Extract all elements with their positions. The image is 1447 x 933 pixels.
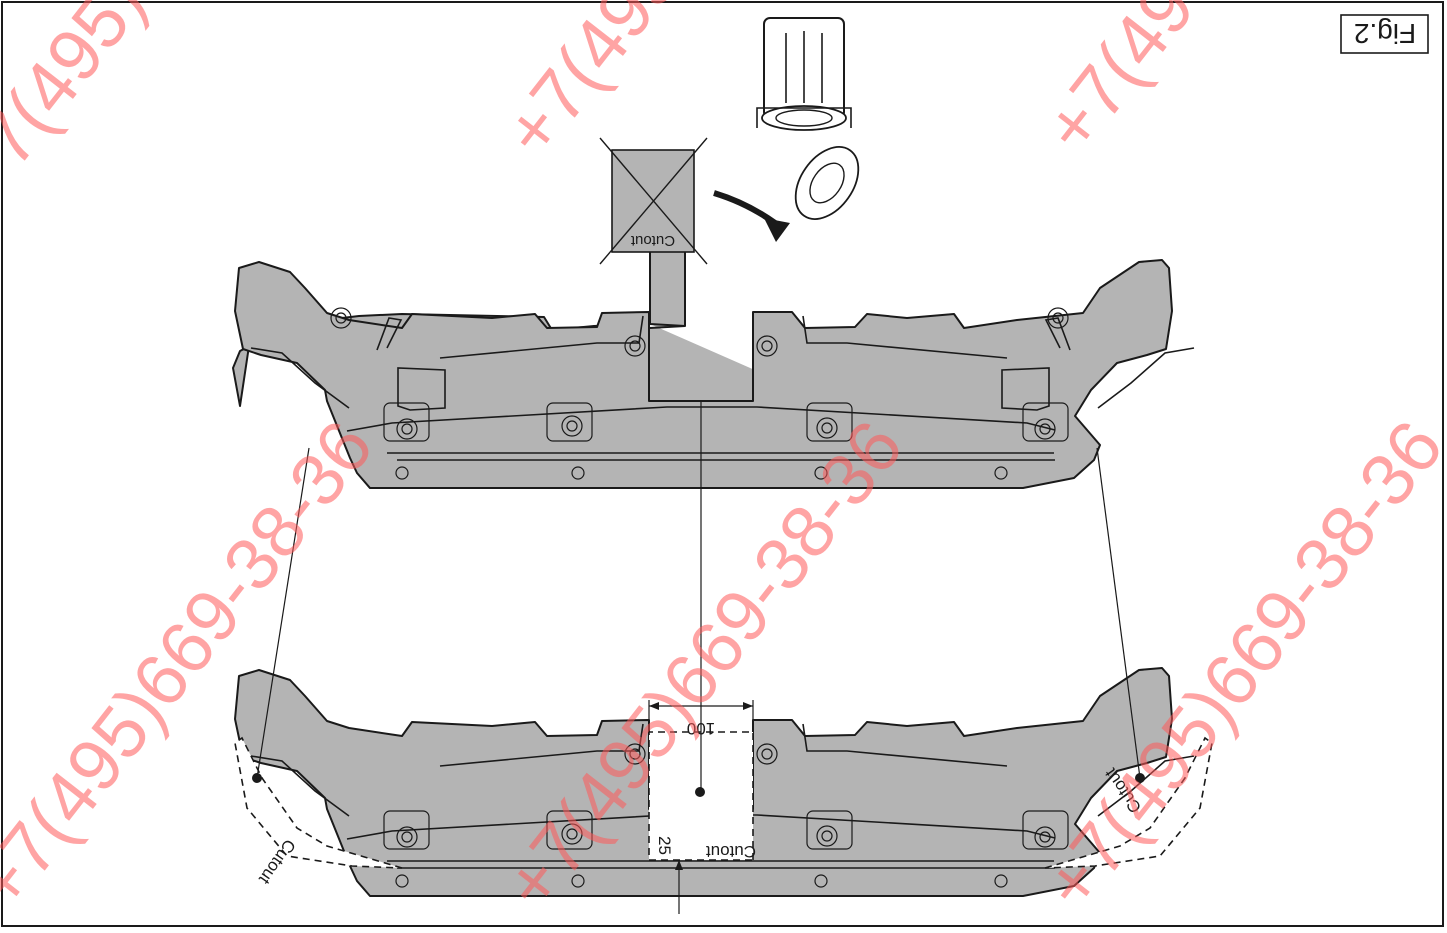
dim-depth: 25 <box>655 836 674 855</box>
clip-illustration <box>713 17 860 242</box>
cutout-box-label: Cutout <box>630 232 675 249</box>
watermark-6: +7(495)669-38-36 <box>1027 405 1447 925</box>
figure-label-box: Fig.2 <box>1340 14 1429 54</box>
boss-row-1 <box>383 402 1069 442</box>
watermark-2: +7(495)669-38-36 <box>487 0 918 172</box>
boss-row-2 <box>383 810 1069 850</box>
part-with-cutout <box>234 667 1195 897</box>
cutout-markings: Cutout Cutout Cutout <box>234 731 1213 888</box>
cutout-label-center: Cutout <box>706 842 756 861</box>
crossed-cutout-box: Cutout <box>599 137 708 265</box>
figure-label: Fig.2 <box>1354 18 1416 49</box>
dimension-lines: 100 25 <box>256 400 1141 914</box>
watermark-1: +7(495)669-38-36 <box>0 0 369 215</box>
part-before-cutout <box>232 247 1195 489</box>
rotated-drawing: Fig.2 <box>232 14 1429 914</box>
